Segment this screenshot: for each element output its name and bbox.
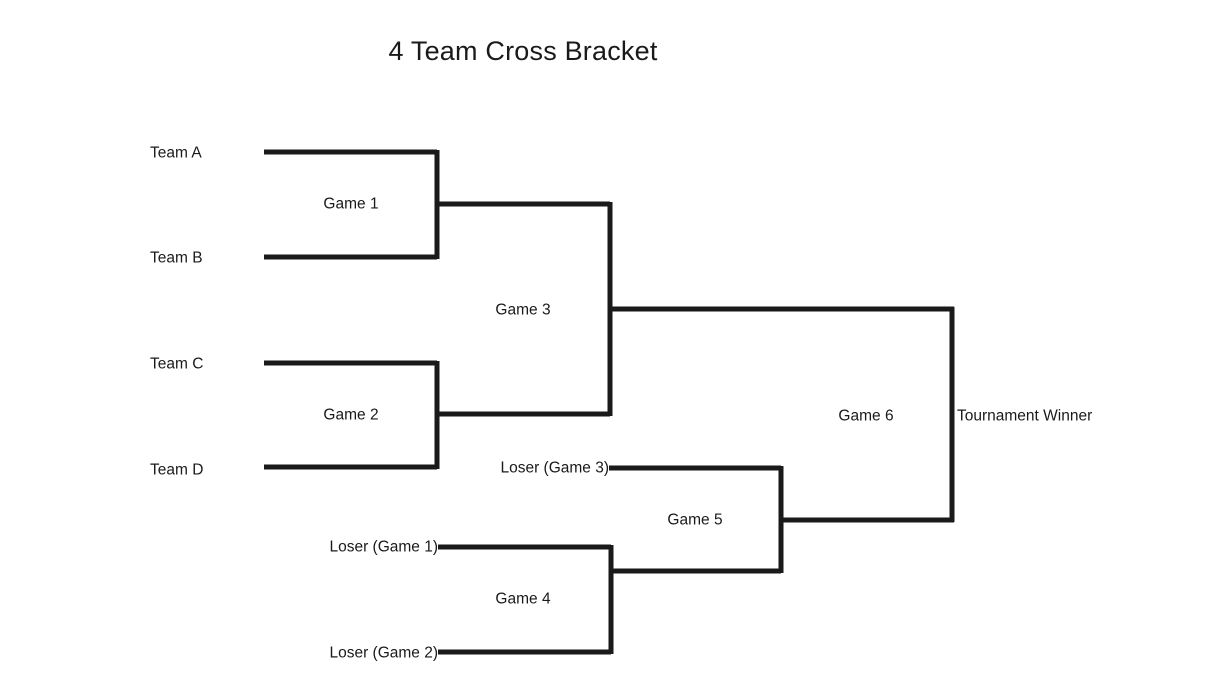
feed-label-loser-game-3: Loser (Game 3) [500, 459, 609, 477]
tournament-winner-label: Tournament Winner [957, 407, 1093, 425]
feed-label-loser-game-1: Loser (Game 1) [329, 538, 438, 556]
page-title: 4 Team Cross Bracket [388, 36, 658, 66]
seed-label-team-d: Team D [150, 461, 204, 479]
seed-label-team-a: Team A [150, 144, 202, 162]
game-label-game-5: Game 5 [667, 511, 723, 529]
seed-label-team-b: Team B [150, 249, 203, 267]
game-label-game-4: Game 4 [495, 590, 551, 608]
game-label-game-6: Game 6 [838, 407, 894, 425]
game-label-game-2: Game 2 [323, 406, 379, 424]
game-label-game-1: Game 1 [323, 195, 379, 213]
feed-label-loser-game-2: Loser (Game 2) [329, 644, 438, 662]
game-label-game-3: Game 3 [495, 301, 551, 319]
seed-label-team-c: Team C [150, 355, 204, 373]
